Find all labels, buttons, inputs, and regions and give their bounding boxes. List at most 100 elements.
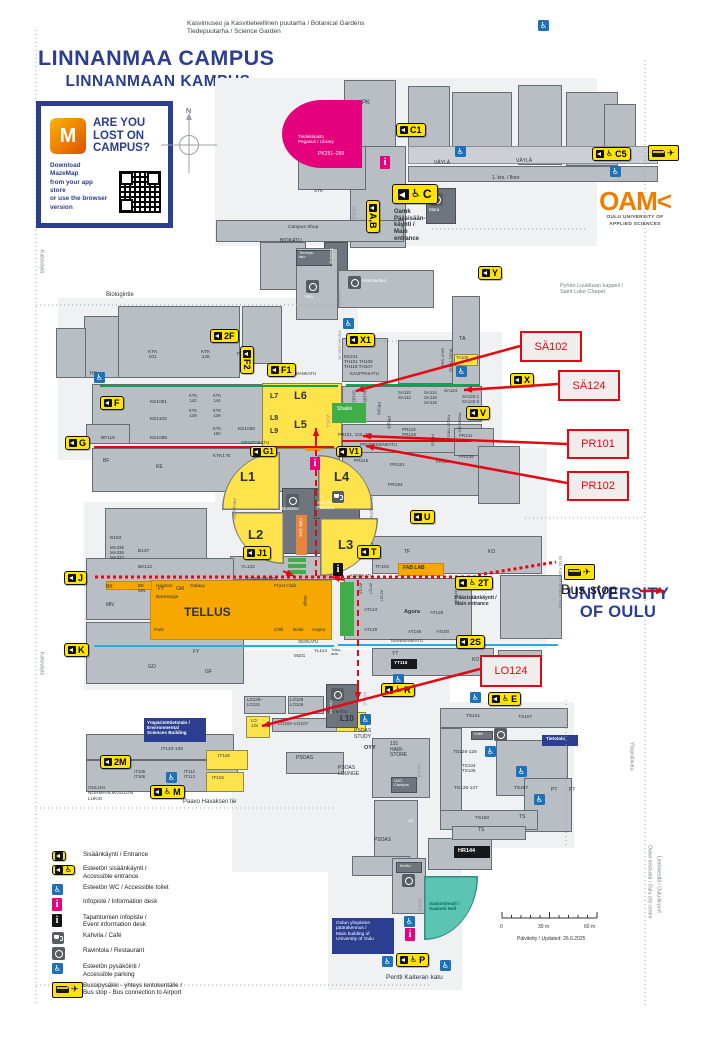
map-label: VÄYLÄ [362, 692, 368, 706]
entrance-badge-label: F2 [242, 359, 252, 370]
map-label: Pihlajapiha [231, 498, 237, 520]
entrance-badge-F2: F2 [240, 346, 254, 374]
map-label: PSOAS LOUNGE [338, 765, 360, 777]
map-label: BF [103, 458, 110, 464]
map-label: Horizon [156, 584, 173, 589]
map-label: 1. krs. / floor [492, 175, 520, 181]
entrance-badge-F1: F1 [267, 363, 296, 377]
map-label: OULUN NORMAALIKOULUN LUKIO [88, 786, 134, 802]
map-label: PR115 [354, 459, 369, 464]
legend-item-label: Bussipysäkki - yhteys lentokentälle / Bu… [83, 981, 183, 997]
map-label: SA124 [444, 388, 458, 393]
building-block [84, 316, 120, 378]
map-label: SA132-1 SA132-2 [462, 394, 480, 404]
map-label: L8 [270, 415, 279, 422]
map-label: IT116 [218, 754, 230, 759]
scale-label-60m: 60 m [584, 924, 596, 930]
map-label: L6 [294, 390, 307, 402]
legend-item-label: Esteetön sisäänkäynti / Accessible entra… [83, 865, 147, 880]
door-arrow-icon [385, 686, 393, 694]
map-label: KO [472, 657, 480, 663]
map-label: BF119 [101, 436, 115, 441]
building-block [296, 515, 307, 555]
door-arrow-icon [400, 126, 408, 134]
entrance-badge-2T: ♿2T [455, 576, 493, 590]
caption-line1: Kasvimuseo ja Kasvitieteellinen puutarha… [187, 20, 365, 27]
legend-icon-resto [52, 947, 76, 960]
entrance-badge-label: 2M [114, 757, 127, 767]
map-label: VÄYLÄ [516, 158, 533, 164]
map-label: VISKAALINSILTA [337, 330, 342, 360]
map-label: VÄYLÄ [416, 764, 422, 778]
entrance-badge-2M: 2M [100, 755, 131, 769]
map-label: KK241 TH101 TH105 TH118 TH107 [344, 354, 373, 370]
annotation-box-PR102: PR102 [567, 471, 629, 501]
door-arrow-icon [154, 788, 162, 796]
accessible-toilet-icon: ♿ [382, 956, 393, 967]
map-label: TS134 TS135 [462, 763, 476, 774]
legend-item: ✈Bussipysäkki - yhteys lentokentälle / B… [52, 981, 287, 998]
door-arrow-icon [55, 866, 63, 874]
restaurant-icon [494, 728, 507, 741]
scale-label-0: 0 [500, 924, 503, 930]
map-label: PR194 [388, 483, 403, 488]
map-label: L5 [294, 419, 307, 431]
map-label: KONEKATU [350, 573, 373, 578]
legend-item: Sisäänkäynti / Entrance [52, 851, 287, 862]
map-label: VÄYLÄ [351, 206, 357, 220]
map-label: KTK 148 [213, 408, 222, 418]
accessible-toilet-icon: ♿ [534, 794, 545, 805]
map-label: L9 [270, 428, 279, 435]
legend-event-info-icon: i [52, 913, 62, 927]
map-label: Yliopistokatu [628, 742, 635, 771]
map-label: VÄYLÄ [434, 160, 451, 166]
cafe-icon [332, 491, 344, 503]
entrance-badge-label: K [78, 645, 85, 655]
accessible-toilet-icon: ♿ [166, 772, 177, 783]
map-label: AT127 [379, 590, 385, 602]
university-of-oulu-logo: UNIVERSITY OF OULU [566, 585, 670, 622]
map-label: KTK 142 [189, 393, 198, 403]
accessible-icon: ♿ [502, 694, 510, 703]
map-label: YT116 [394, 660, 408, 665]
legend-icon-info: i [52, 897, 76, 911]
building-block [408, 166, 658, 182]
entrance-badge-label: G1 [263, 447, 274, 456]
map-label: Cafe Juve [298, 518, 304, 537]
map-label: LO 124 [251, 718, 259, 728]
building-block [440, 728, 462, 828]
restaurant-icon [348, 276, 361, 289]
map-label: Brisk [293, 628, 304, 633]
entrance-badge-label: Y [492, 268, 499, 278]
map-label: TM313 TM315 [446, 414, 452, 440]
entrance-badge-label: T [371, 547, 377, 557]
map-label: BK [106, 584, 113, 590]
map-label: Backstage [156, 595, 179, 600]
map-label: GEOKATU [298, 639, 319, 644]
map-label: TS487 [514, 786, 529, 791]
door-arrow-icon [55, 852, 63, 860]
legend-item-label: Esteetön WC / Accessible toilet [83, 883, 169, 891]
building-block [398, 563, 444, 576]
event-information-icon: i [333, 563, 343, 576]
map-label: Biologintie [106, 292, 134, 298]
annotation-box-PR101: PR101 [567, 429, 629, 459]
map-label: Aspire [312, 628, 326, 633]
entrance-badge-label: C1 [410, 125, 422, 135]
building-block [440, 810, 538, 830]
map-label: MA335 MA336 MA337 [110, 545, 124, 560]
entrance-badge-label: 2F [224, 331, 235, 341]
entrance-badge-label: V [480, 408, 487, 418]
accessible-toilet-icon: ♿ [455, 146, 466, 157]
building-block [332, 918, 394, 954]
legend-item: ♿ Esteetön WC / Accessible toilet [52, 883, 287, 895]
building-block [216, 220, 404, 242]
building-block [56, 328, 86, 378]
building-block [288, 564, 306, 568]
legend-wc-icon: ♿ [52, 883, 63, 895]
entrance-badge-label: F1 [281, 365, 292, 375]
map-label: PR106 [376, 402, 382, 415]
map-label: FAB LAB [403, 565, 425, 571]
map-label: Campus Shop [288, 225, 319, 230]
entrance-badge-label: 2S [470, 637, 482, 647]
